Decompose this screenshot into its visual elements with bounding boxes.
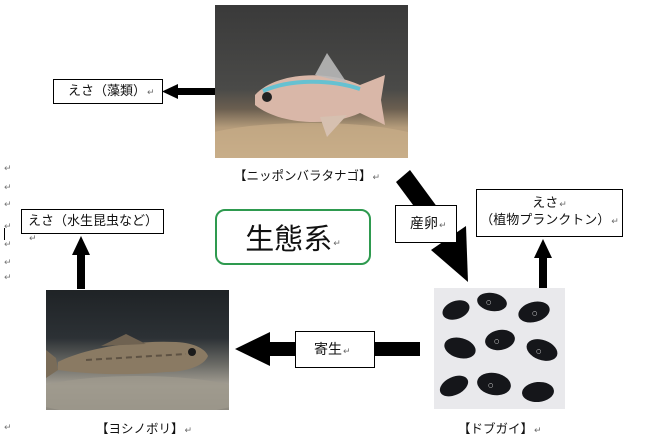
- svg-text:○: ○: [532, 310, 537, 317]
- paragraph-mark: ↵: [372, 173, 381, 183]
- paragraph-mark: ↵: [534, 426, 542, 436]
- caption-goby: 【ヨシノボリ】↵: [96, 418, 192, 437]
- arrow-to-plankton: [534, 239, 552, 288]
- spawning-label-box: 産卵↵: [395, 205, 457, 243]
- caption-goby-text: 【ヨシノボリ】: [96, 421, 184, 436]
- paragraph-mark: ↵: [4, 183, 12, 193]
- food-plankton-label-2: （植物プランクトン）: [480, 213, 611, 228]
- caption-bitterling-text: 【ニッポンバラタナゴ】: [234, 168, 372, 183]
- food-plankton-box: えさ↵ （植物プランクトン）↵: [476, 189, 623, 237]
- paragraph-mark: ↵: [333, 239, 341, 249]
- paragraph-mark: ↵: [4, 258, 12, 268]
- arrow-to-algae: [162, 84, 216, 99]
- food-insects-box: えさ（水生昆虫など） ↵: [21, 209, 164, 244]
- paragraph-mark: ↵: [4, 222, 12, 232]
- text-cursor: [4, 228, 5, 240]
- paragraph-mark: ↵: [439, 221, 447, 231]
- svg-text:○: ○: [494, 338, 499, 345]
- paragraph-mark: ↵: [559, 200, 567, 210]
- mussel-photo: ○ ○ ○ ○ ○: [434, 288, 565, 409]
- diagram-title: 生態系: [245, 222, 333, 256]
- title-box: 生態系↵: [215, 209, 371, 265]
- paragraph-mark: ↵: [4, 273, 12, 283]
- caption-mussel: 【ドブガイ】↵: [458, 418, 542, 437]
- paragraph-mark: ↵: [4, 164, 12, 174]
- goby-photo: [46, 290, 229, 410]
- parasitism-label: 寄生: [314, 342, 342, 358]
- paragraph-mark: ↵: [4, 423, 12, 433]
- spawning-label: 産卵: [410, 216, 438, 232]
- svg-text:○: ○: [488, 382, 493, 389]
- paragraph-mark: ↵: [611, 217, 619, 227]
- paragraph-mark: ↵: [147, 88, 155, 98]
- paragraph-mark: ↵: [4, 200, 12, 210]
- svg-text:○: ○: [536, 348, 541, 355]
- caption-bitterling: 【ニッポンバラタナゴ】↵: [234, 165, 380, 184]
- bitterling-photo: [215, 5, 408, 158]
- paragraph-mark: ↵: [29, 234, 37, 244]
- food-plankton-label-1: えさ: [532, 196, 559, 211]
- caption-mussel-text: 【ドブガイ】: [458, 421, 534, 436]
- arrow-to-insects: [72, 236, 90, 289]
- paragraph-mark: ↵: [184, 426, 193, 436]
- food-insects-label: えさ（水生昆虫など）: [28, 214, 159, 229]
- parasitism-label-box: 寄生↵: [295, 331, 375, 368]
- paragraph-mark: ↵: [343, 347, 351, 357]
- food-algae-label: えさ（藻類）: [68, 84, 147, 99]
- paragraph-mark: ↵: [4, 240, 12, 250]
- svg-text:○: ○: [486, 299, 491, 306]
- food-algae-box: えさ（藻類）↵: [53, 79, 163, 104]
